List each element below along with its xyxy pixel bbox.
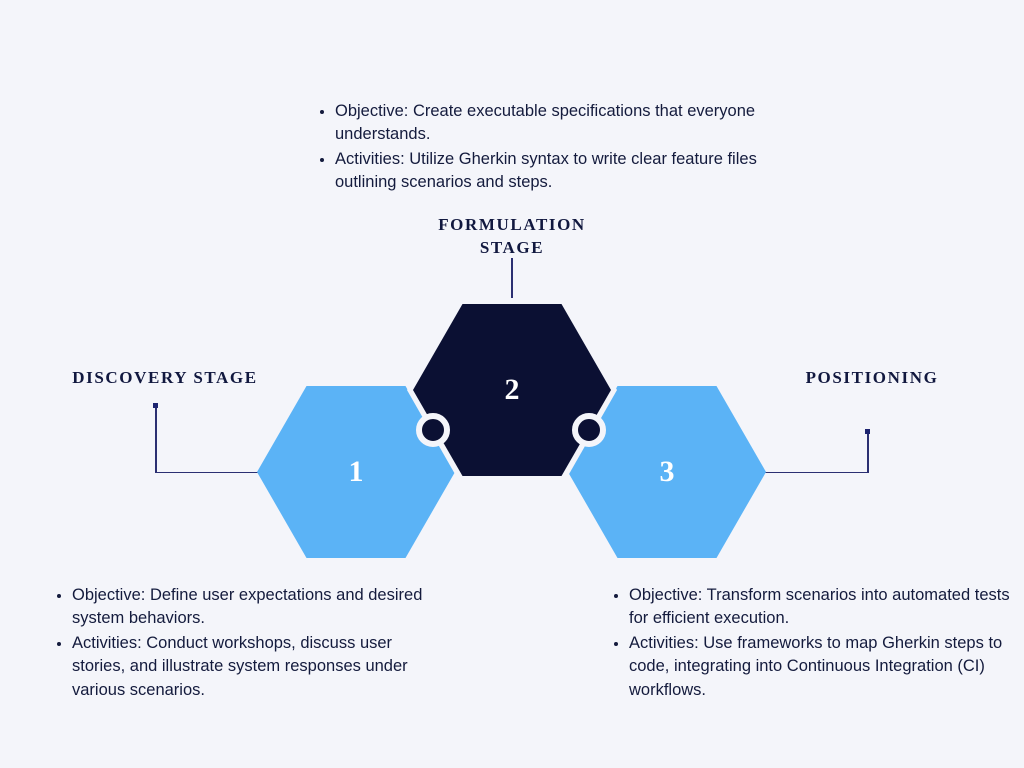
bullet-item: Objective: Create executable specificati… — [319, 100, 769, 147]
junction-dot-left — [416, 413, 450, 447]
stage-label-formulation: FORMULATION STAGE — [438, 215, 586, 257]
bullet-item: Objective: Transform scenarios into auto… — [613, 584, 1013, 631]
description-discovery: Objective: Define user expectations and … — [56, 584, 436, 703]
connector-endpoint-discovery — [153, 403, 158, 408]
junction-dot-right — [572, 413, 606, 447]
connector-line-discovery-vertical — [155, 405, 157, 473]
bullet-item: Activities: Utilize Gherkin syntax to wr… — [319, 148, 769, 195]
connector-line-positioning-vertical — [867, 431, 869, 473]
connector-line-positioning-horizontal — [760, 471, 868, 474]
bullet-item: Objective: Define user expectations and … — [56, 584, 436, 631]
description-positioning: Objective: Transform scenarios into auto… — [613, 584, 1013, 703]
hexagon-number-3: 3 — [659, 455, 675, 488]
connector-line-formulation — [511, 258, 513, 308]
hexagon-number-1: 1 — [348, 455, 364, 488]
hexagon-number-2: 2 — [504, 373, 520, 406]
bullet-item: Activities: Use frameworks to map Gherki… — [613, 632, 1013, 702]
stage-label-discovery: DISCOVERY STAGE — [72, 368, 258, 387]
connector-endpoint-positioning — [865, 429, 870, 434]
description-formulation: Objective: Create executable specificati… — [319, 100, 769, 196]
connector-line-discovery-horizontal — [155, 471, 263, 474]
bullet-item: Activities: Conduct workshops, discuss u… — [56, 632, 436, 702]
stage-label-positioning: POSITIONING — [805, 368, 939, 387]
